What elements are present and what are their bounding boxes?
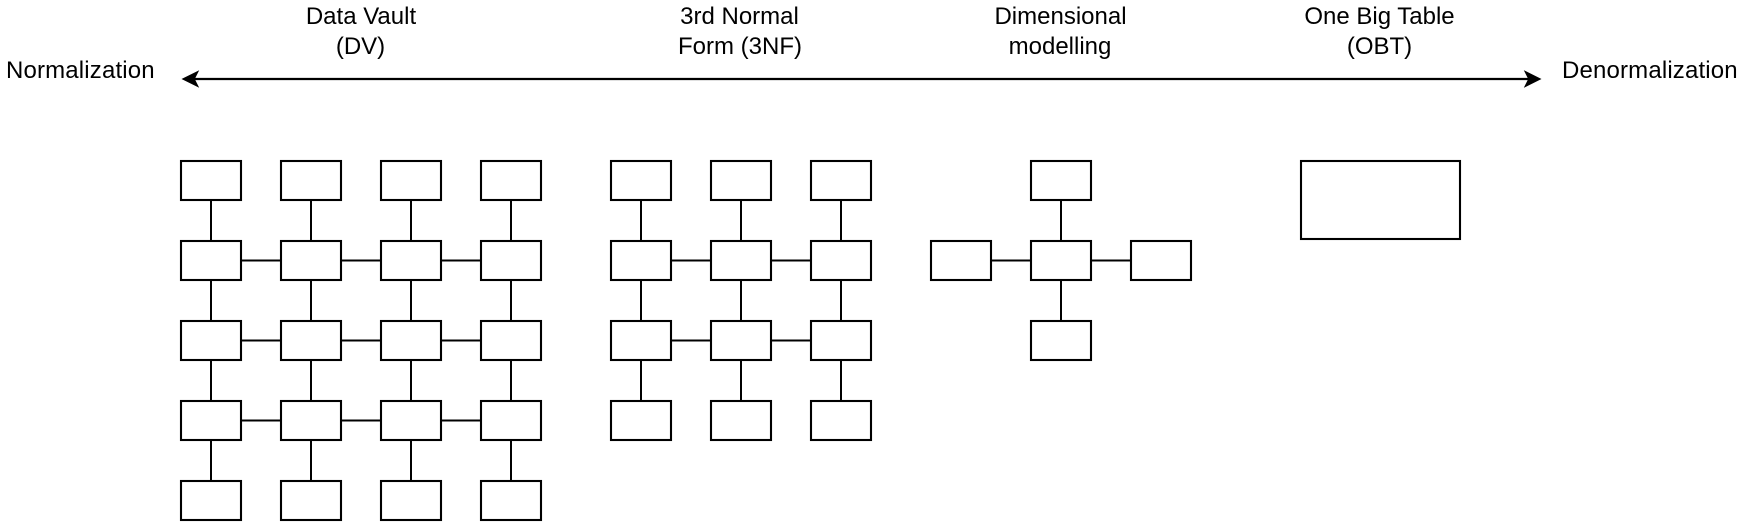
svg-text:3rd Normal: 3rd Normal	[680, 3, 799, 30]
svg-text:Dimensional: Dimensional	[994, 3, 1126, 30]
svg-text:(OBT): (OBT)	[1347, 33, 1412, 60]
svg-text:Data Vault: Data Vault	[306, 3, 417, 30]
svg-text:Form (3NF): Form (3NF)	[678, 33, 802, 60]
svg-text:(DV): (DV)	[336, 33, 385, 60]
svg-text:Normalization: Normalization	[6, 57, 155, 84]
svg-text:Denormalization: Denormalization	[1562, 57, 1738, 84]
svg-text:modelling: modelling	[1009, 33, 1112, 60]
svg-text:One Big Table: One Big Table	[1304, 3, 1454, 30]
